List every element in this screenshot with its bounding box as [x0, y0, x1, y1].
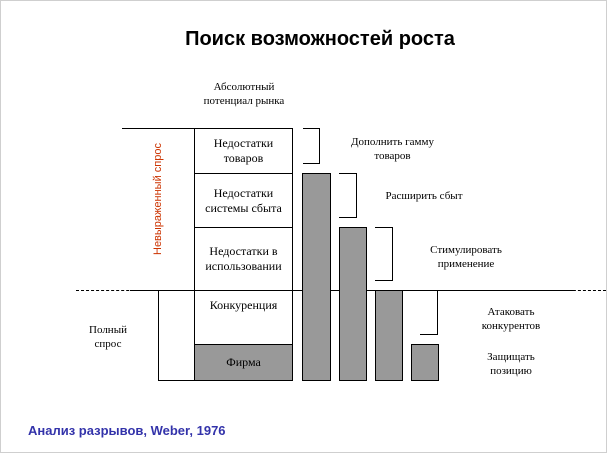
absolute-potential-line-2: потенциал рынка — [203, 95, 285, 107]
box-usage-gaps: Недостатки в использовании — [194, 227, 293, 291]
bracket-expand-distribution — [339, 173, 357, 218]
action-expand-distribution: Расширить сбыт — [374, 189, 474, 203]
action-stimulate-usage-line-1: Стимулировать — [430, 244, 502, 256]
full-demand-line-2: спрос — [94, 338, 122, 350]
box-distribution-gaps-line-1: Недостатки — [213, 185, 274, 200]
action-extend-range-line-1: Дополнить гамму — [351, 136, 434, 148]
box-distribution-gaps: Недостатки системы сбыта — [194, 173, 293, 228]
box-product-gaps: Недостатки товаров — [194, 128, 293, 174]
gap-bar-4 — [411, 344, 439, 381]
absolute-potential-line-1: Абсолютный — [213, 81, 275, 93]
gap-bar-1 — [302, 173, 331, 381]
action-expand-distribution-line-1: Расширить сбыт — [385, 190, 463, 202]
box-product-gaps-line-2: товаров — [223, 151, 264, 165]
box-firm: Фирма — [194, 344, 293, 381]
absolute-potential-label: Абсолютный потенциал рынка — [188, 80, 300, 108]
action-extend-range: Дополнить гамму товаров — [340, 135, 445, 163]
bracket-attack-competitors — [420, 290, 438, 335]
action-defend-position-line-2: позицию — [490, 365, 532, 377]
box-competition: Конкуренция — [194, 290, 293, 345]
bracket-extend-range — [303, 128, 320, 164]
full-demand-label: Полный спрос — [80, 323, 136, 351]
action-attack-competitors-line-1: Атаковать — [487, 306, 535, 318]
box-product-gaps-line-1: Недостатки — [213, 136, 274, 150]
unexpressed-demand-label: Невыраженный спрос — [152, 143, 164, 255]
gap-bar-3 — [375, 290, 403, 381]
box-usage-gaps-line-2: использовании — [205, 259, 282, 273]
action-defend-position: Защищать позицию — [466, 350, 556, 378]
action-defend-position-line-1: Защищать — [487, 351, 535, 363]
full-demand-line-1: Полный — [89, 324, 127, 336]
source-footnote: Анализ разрывов, Weber, 1976 — [28, 423, 226, 438]
box-firm-label: Фирма — [226, 355, 261, 369]
gap-bar-2 — [339, 227, 367, 381]
box-distribution-gaps-line-2: системы сбыта — [205, 200, 282, 215]
action-attack-competitors: Атаковать конкурентов — [466, 305, 556, 333]
box-usage-gaps-line-1: Недостатки в — [209, 244, 278, 258]
action-attack-competitors-line-2: конкурентов — [481, 320, 541, 332]
action-stimulate-usage-line-2: применение — [437, 258, 495, 270]
box-competition-label: Конкуренция — [209, 298, 278, 312]
action-extend-range-line-2: товаров — [374, 150, 411, 162]
action-stimulate-usage: Стимулировать применение — [416, 243, 516, 271]
potential-top-line — [122, 128, 194, 129]
bracket-stimulate-usage — [375, 227, 393, 281]
full-demand-bracket-vertical — [158, 290, 159, 381]
page-title: Поиск возможностей роста — [185, 28, 455, 50]
full-demand-bracket-bottom — [158, 380, 194, 381]
